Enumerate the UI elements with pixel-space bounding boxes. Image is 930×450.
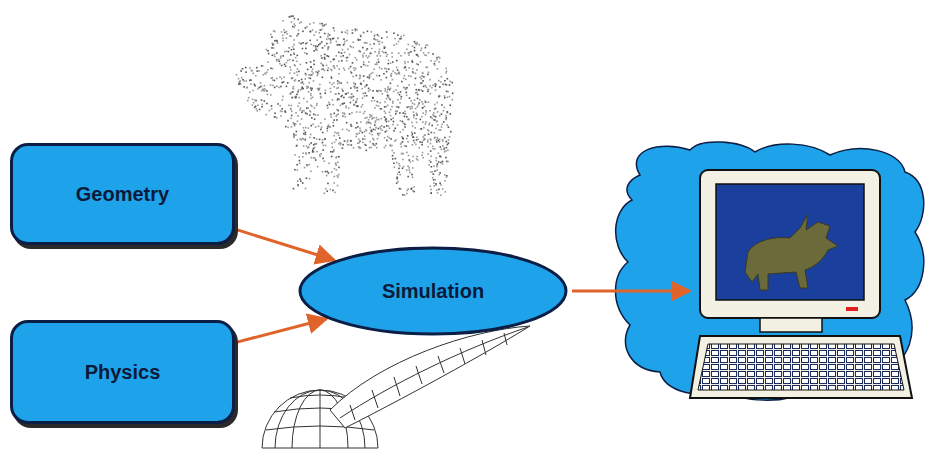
computer-illustration [616,142,924,400]
process-box: Physics [10,320,235,424]
wireframe-model [262,326,530,448]
arrow-connector [235,229,334,260]
node-label: Simulation [382,280,484,303]
process-ellipse: Simulation [298,246,568,336]
output-arrow [572,290,690,293]
point-cloud-dinosaur [236,15,454,196]
arrow-connector [235,319,327,343]
process-box: Geometry [10,143,235,245]
node-label: Physics [85,361,161,384]
node-label: Geometry [76,183,169,206]
